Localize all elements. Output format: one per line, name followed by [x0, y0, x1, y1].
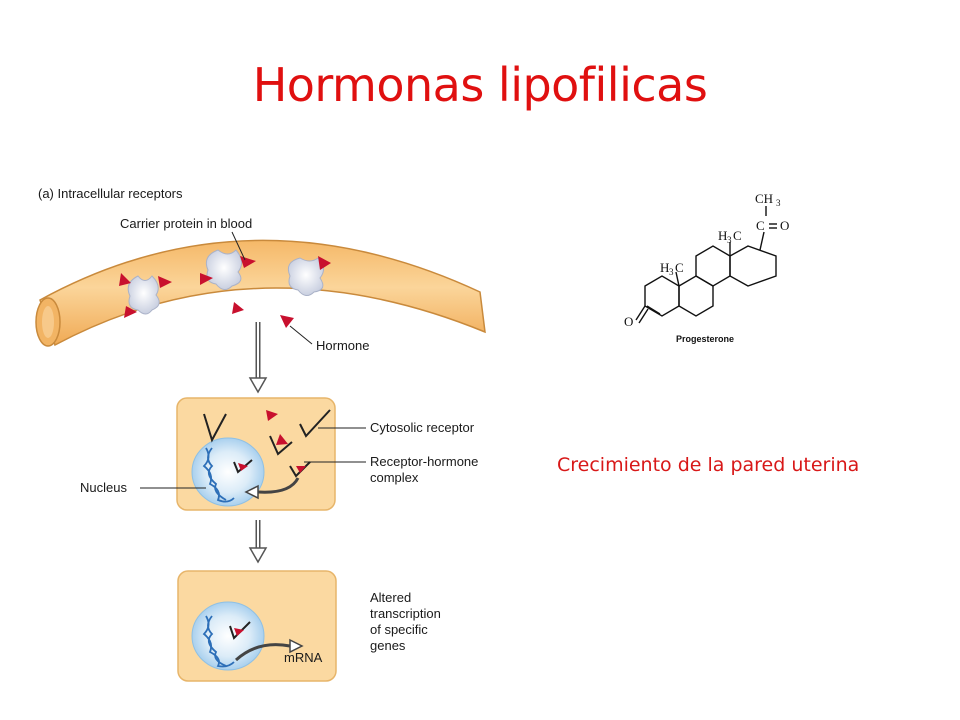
progesterone-structure — [635, 206, 777, 324]
mrna-arrow-head — [289, 638, 304, 654]
nucleus — [191, 601, 265, 671]
altered-label: Altered — [370, 590, 411, 605]
carbonyl-c-text: C — [756, 218, 765, 233]
mrna-label: mRNA — [284, 650, 323, 665]
leader-line — [289, 325, 313, 345]
hormone-triangle — [266, 410, 278, 421]
receptor-hormone-icon — [233, 459, 253, 474]
ch3-sub-text: 3 — [776, 198, 781, 208]
ketone-o-text: O — [624, 314, 633, 329]
h3c-upper-c: C — [733, 228, 742, 243]
carrier-protein-1 — [119, 273, 172, 318]
h3c-upper-text: H — [718, 228, 727, 243]
nucleus — [191, 437, 265, 507]
cytosolic-receptor-icon — [269, 435, 293, 456]
hormone-triangle — [280, 315, 294, 328]
h3c-lower-text: H — [660, 260, 669, 275]
slide-note: Crecimiento de la pared uterina — [557, 454, 860, 476]
blood-vessel — [35, 239, 486, 347]
down-arrow — [248, 520, 268, 564]
panel-label: (a) Intracellular receptors — [38, 186, 183, 201]
h3c-lower-sub: 3 — [669, 267, 674, 277]
translocation-arrow-head — [244, 484, 259, 500]
dna-strand — [202, 615, 235, 668]
altered-label: genes — [370, 638, 406, 653]
cytosolic-receptor-icon — [299, 409, 331, 438]
hormone-triangle — [276, 434, 288, 445]
cytosolic-label: Cytosolic receptor — [370, 420, 475, 435]
complex-label: Receptor-hormone — [370, 454, 478, 469]
h3c-upper-sub: 3 — [727, 235, 732, 245]
hormone-triangle — [238, 463, 248, 471]
cytosolic-receptor-icon — [203, 413, 227, 443]
complex-label: complex — [370, 470, 419, 485]
h3c-lower-c: C — [675, 260, 684, 275]
dna-strand — [202, 447, 235, 503]
hormone-triangle — [234, 628, 244, 636]
down-arrow — [248, 322, 268, 394]
mrna-arrow — [234, 643, 291, 662]
receptor-hormone-icon — [229, 621, 251, 640]
altered-label: transcription — [370, 606, 441, 621]
molecule-name: Progesterone — [676, 334, 734, 344]
leader-line — [231, 231, 246, 261]
carbonyl-o-text: O — [780, 218, 789, 233]
slide-title: Hormonas lipofilicas — [252, 58, 708, 112]
translocation-arrow — [257, 477, 300, 494]
hormone-label: Hormone — [316, 338, 369, 353]
ch3-text: CH — [755, 191, 773, 206]
hormone-triangle — [296, 466, 306, 473]
altered-label: of specific — [370, 622, 428, 637]
carrier-protein-3 — [287, 256, 331, 296]
hormone-triangle — [232, 302, 244, 314]
nucleus-label: Nucleus — [80, 480, 127, 495]
carrier-label: Carrier protein in blood — [120, 216, 252, 231]
